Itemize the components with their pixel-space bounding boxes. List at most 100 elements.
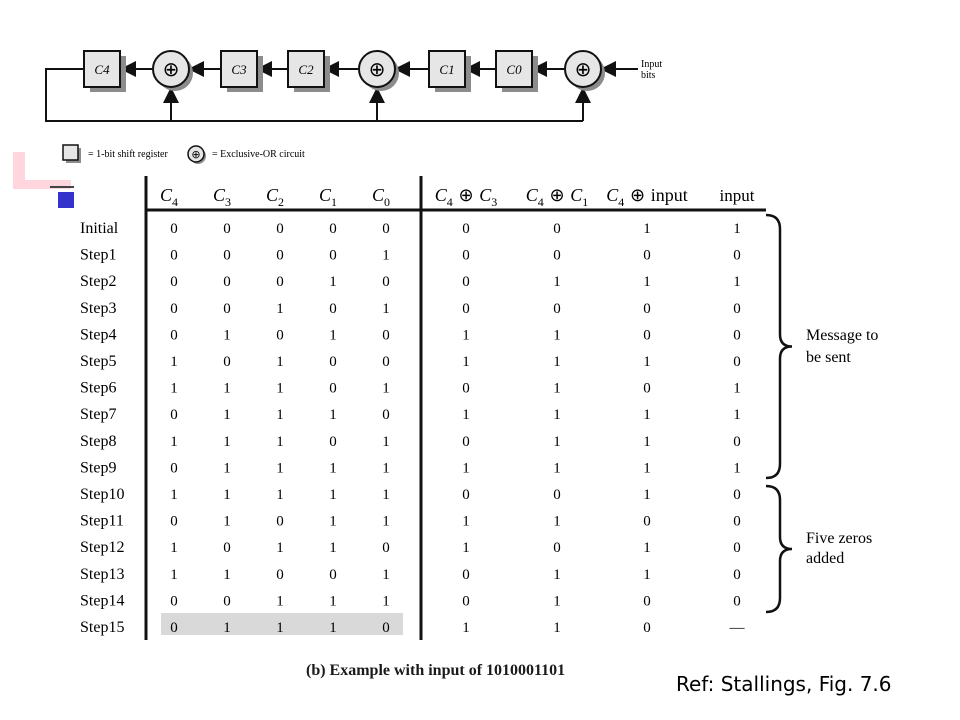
cell-register-value: 0 bbox=[170, 460, 178, 476]
brace-zeros bbox=[765, 484, 793, 614]
input-bits-label-line2: bits bbox=[641, 70, 656, 81]
cell-register-value: 1 bbox=[382, 567, 390, 583]
cell-register-value: 0 bbox=[223, 354, 231, 370]
register-c4-label: C4 bbox=[94, 62, 110, 77]
cell-register-value: 1 bbox=[329, 593, 337, 609]
cell-register-value: 0 bbox=[276, 327, 284, 343]
cell-register-value: 1 bbox=[223, 460, 231, 476]
cell-input: 0 bbox=[733, 434, 741, 450]
cell-register-value: 1 bbox=[170, 540, 178, 556]
cell-register-value: 0 bbox=[329, 248, 337, 264]
cell-c4-xor-input: 0 bbox=[643, 248, 651, 264]
cell-register-value: 1 bbox=[382, 248, 390, 264]
cell-register-value: 1 bbox=[170, 381, 178, 397]
cell-register-value: 0 bbox=[170, 248, 178, 264]
cell-register-value: 0 bbox=[382, 274, 390, 290]
cell-c4-xor-c1: 0 bbox=[553, 248, 561, 264]
xor-symbol: ⊕ bbox=[575, 57, 592, 81]
register-c2-label: C2 bbox=[298, 62, 314, 77]
row-label: Step1 bbox=[80, 247, 116, 264]
register-c0: C0 bbox=[495, 50, 538, 92]
register-c1: C1 bbox=[428, 50, 471, 92]
cell-c4-xor-c3: 1 bbox=[462, 460, 470, 476]
cell-register-value: 1 bbox=[382, 487, 390, 503]
cell-register-value: 0 bbox=[329, 381, 337, 397]
cell-c4-xor-c3: 1 bbox=[462, 407, 470, 423]
cell-c4-xor-input: 0 bbox=[643, 514, 651, 530]
xor-symbol: ⊕ bbox=[191, 148, 200, 161]
cell-c4-xor-c3: 0 bbox=[462, 487, 470, 503]
cell-register-value: 0 bbox=[170, 274, 178, 290]
brace-message bbox=[765, 213, 793, 480]
cell-input: 0 bbox=[733, 593, 741, 609]
cell-c4-xor-input: 1 bbox=[643, 354, 651, 370]
cell-register-value: 1 bbox=[276, 354, 284, 370]
cell-register-value: 1 bbox=[329, 407, 337, 423]
cell-c4-xor-input: 1 bbox=[643, 407, 651, 423]
slide-accent-red-horizontal bbox=[13, 180, 71, 189]
cell-c4-xor-c3: 0 bbox=[462, 221, 470, 237]
cell-input: 0 bbox=[733, 354, 741, 370]
cell-c4-xor-c3: 0 bbox=[462, 567, 470, 583]
row-label: Step4 bbox=[80, 326, 116, 343]
header-xor-2: C4 ⊕ input bbox=[606, 185, 688, 209]
register-c0-label: C0 bbox=[506, 62, 522, 77]
cell-c4-xor-c3: 0 bbox=[462, 248, 470, 264]
brace-label-message-line2: be sent bbox=[806, 349, 851, 366]
cell-register-value: 1 bbox=[329, 327, 337, 343]
cell-register-value: 1 bbox=[223, 487, 231, 503]
cell-c4-xor-c1: 1 bbox=[553, 327, 561, 343]
cell-register-value: 1 bbox=[223, 567, 231, 583]
slide-accent-red-vertical bbox=[13, 152, 25, 188]
row-label: Step3 bbox=[80, 300, 116, 317]
cell-c4-xor-c1: 1 bbox=[553, 620, 561, 636]
cell-c4-xor-input: 1 bbox=[643, 487, 651, 503]
cell-register-value: 1 bbox=[276, 593, 284, 609]
cell-register-value: 0 bbox=[276, 567, 284, 583]
slide-accent-line bbox=[50, 186, 74, 188]
cell-c4-xor-input: 1 bbox=[643, 460, 651, 476]
cell-c4-xor-c3: 0 bbox=[462, 301, 470, 317]
brace-label-zeros-line1: Five zeros bbox=[806, 530, 872, 547]
cell-input: — bbox=[729, 620, 746, 636]
cell-input: 0 bbox=[733, 301, 741, 317]
cell-register-value: 0 bbox=[170, 327, 178, 343]
header-register-0: C4 bbox=[160, 185, 178, 209]
cell-register-value: 0 bbox=[382, 327, 390, 343]
cell-register-value: 1 bbox=[329, 487, 337, 503]
cell-register-value: 1 bbox=[223, 434, 231, 450]
row-label: Step5 bbox=[80, 353, 116, 370]
cell-register-value: 0 bbox=[170, 620, 178, 636]
register-c1-label: C1 bbox=[439, 62, 454, 77]
cell-c4-xor-input: 1 bbox=[643, 274, 651, 290]
cell-c4-xor-c1: 0 bbox=[553, 301, 561, 317]
row-label: Step9 bbox=[80, 459, 116, 476]
cell-register-value: 1 bbox=[223, 620, 231, 636]
cell-c4-xor-input: 0 bbox=[643, 381, 651, 397]
row-label: Initial bbox=[80, 220, 119, 237]
cell-register-value: 0 bbox=[170, 514, 178, 530]
cell-register-value: 1 bbox=[382, 460, 390, 476]
xor-symbol: ⊕ bbox=[163, 57, 180, 81]
cell-register-value: 1 bbox=[170, 567, 178, 583]
row-label: Step6 bbox=[80, 380, 116, 397]
cell-input: 1 bbox=[733, 407, 741, 423]
cell-register-value: 1 bbox=[382, 514, 390, 530]
input-bits-label-line1: Input bbox=[641, 59, 662, 70]
xor-symbol: ⊕ bbox=[369, 57, 386, 81]
cell-c4-xor-input: 0 bbox=[643, 593, 651, 609]
cell-register-value: 1 bbox=[223, 381, 231, 397]
xor-gate-right: ⊕ bbox=[564, 50, 605, 91]
cell-register-value: 1 bbox=[276, 487, 284, 503]
cell-register-value: 1 bbox=[329, 274, 337, 290]
brace-label-message-line1: Message to bbox=[806, 327, 878, 344]
cell-register-value: 0 bbox=[329, 301, 337, 317]
cell-register-value: 0 bbox=[382, 354, 390, 370]
legend-xor-swatch: ⊕ bbox=[187, 145, 206, 164]
cell-c4-xor-c1: 1 bbox=[553, 354, 561, 370]
row-label: Step7 bbox=[80, 406, 116, 423]
cell-input: 0 bbox=[733, 567, 741, 583]
cell-register-value: 1 bbox=[223, 407, 231, 423]
cell-c4-xor-c3: 1 bbox=[462, 620, 470, 636]
